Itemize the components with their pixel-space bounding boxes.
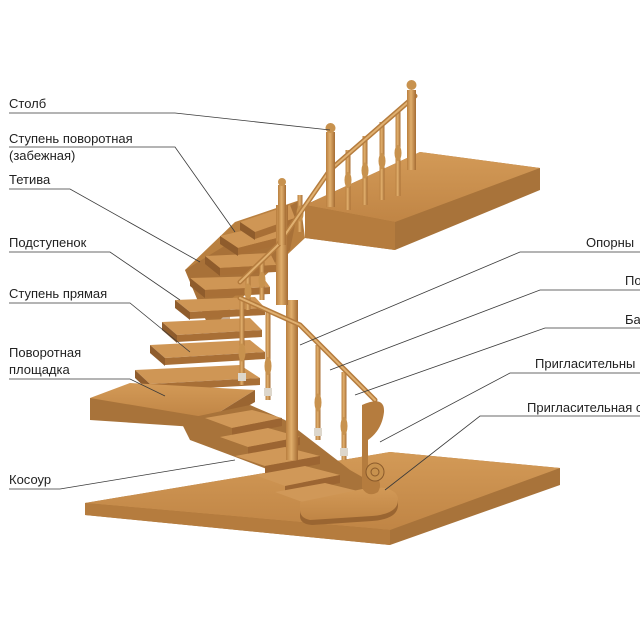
label-kosour: Косоур [9,472,51,488]
label-landing: Поворотная [9,345,81,361]
baluster-bulb [379,153,386,169]
label-stolb: Столб [9,96,46,112]
baluster-bulb [341,417,348,435]
baluster-bulb [259,272,266,288]
leader-line [9,113,330,130]
baluster-bulb [395,145,402,161]
baluster [266,312,271,400]
label-podstupenok: Подступенок [9,235,86,251]
baluster-base [340,448,348,456]
baluster-bulb [245,284,252,300]
label-po: По [625,273,640,289]
label-step-winder-sub: (забежная) [9,148,75,164]
label-step-winder: Ступень поворотная [9,131,133,147]
label-priglasitelnaya: Пригласительная с [527,400,640,416]
baluster-bulb [265,357,272,375]
baluster-bulb [345,172,352,188]
baluster [240,300,245,385]
baluster-base [264,388,272,396]
baluster [342,372,347,460]
label-step-straight: Ступень прямая [9,286,107,302]
baluster-bulb [239,344,246,362]
upper-landing-slab [305,152,540,250]
label-opornye: Опорны [586,235,634,251]
baluster-bulb [362,163,369,179]
leader-line [9,189,200,262]
baluster-base [314,428,322,436]
label-landing-sub: площадка [9,362,70,378]
baluster [316,345,321,440]
leader-line [300,252,640,345]
baluster-bulb [315,394,322,412]
baluster-base [238,373,246,381]
label-priglasitelny: Пригласительны [535,356,635,372]
label-ba: Ба [625,312,640,328]
label-tetiva: Тетива [9,172,50,188]
